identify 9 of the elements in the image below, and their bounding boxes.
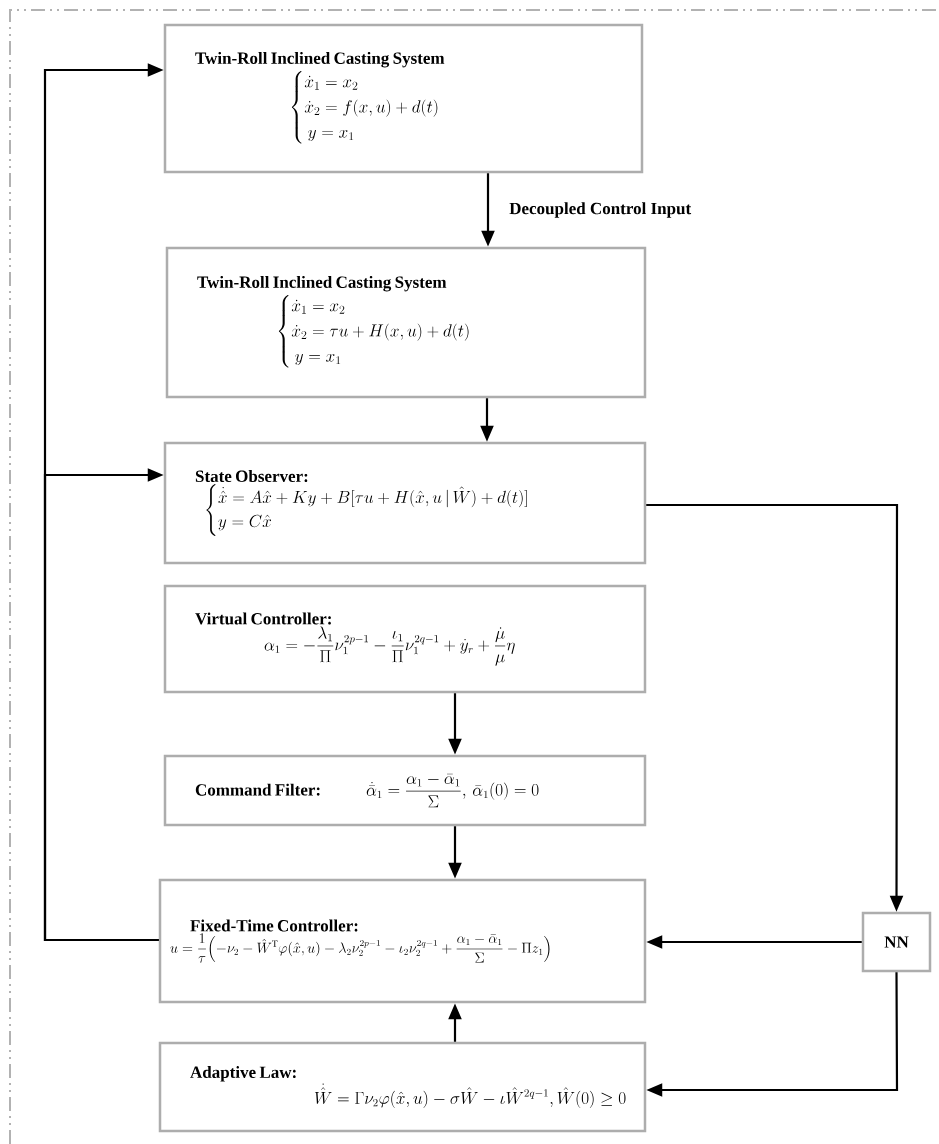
process-box: Twin-Roll Inclined Casting System $\begin{cases}\dot{x}_1 = x_2\\ \dot{x}_2 = \tau u + H(x,u)+d(t)\\ \ y = x_1\end{cases}$: [165, 246, 647, 399]
process-box: Fixed-Time Controller: $u = \frac{1}{\tau}\Bigl(-\nu_2-\hat{W}^{\mathrm{T}}\varphi(\hat{x},u)-\lambda_2\nu_2^{2p-1}-\iota_2\nu_2^{2q-1}+\frac{\alpha_1-\bar{\alpha}_1}{\Sigma}-\Pi z_1\Bigr)$: [158, 878, 647, 1004]
process-box: Command Filter: $\dot{\bar{\alpha}}_1 = \frac{\alpha_1-\bar{\alpha}_1}{\Sigma},\, \bar{\alpha}_1(0)=0$: [163, 754, 647, 827]
process-box: State Observer: $\begin{cases}\dot{\hat{x}} = A\hat{x}+Ky+B[\tau u+H(\hat{x},u\,|\,\hat{W})+d(t)]\\ y = C\hat{x}\end{cases}$: [163, 441, 647, 565]
process-box: Virtual Controller: $\alpha_1 = -\frac{\lambda_1}{\Pi}\nu_1^{2p-1}-\frac{\iota_1}{\Pi}\nu_1^{2q-1}+\dot{y}_r+\frac{\dot{\mu}}{\mu}\eta$: [163, 584, 647, 694]
process-box: Twin-Roll Inclined Casting System $\begin{cases}\dot{x}_1 = x_2\\ \dot{x}_2 = f(x,u)+d(t)\\ \ y = x_1\end{cases}$: [163, 23, 644, 174]
process-box: NN: [861, 911, 932, 973]
edge-label: Decoupled Control Input: [508, 201, 693, 219]
process-box: Adaptive Law: $\dot{\hat{W}} = \Gamma\nu_2\varphi(\hat{x},u)-\sigma\hat{W}-\iota\hat{W}^{2q-1},\hat{W}(0)\ge 0$: [158, 1041, 647, 1133]
